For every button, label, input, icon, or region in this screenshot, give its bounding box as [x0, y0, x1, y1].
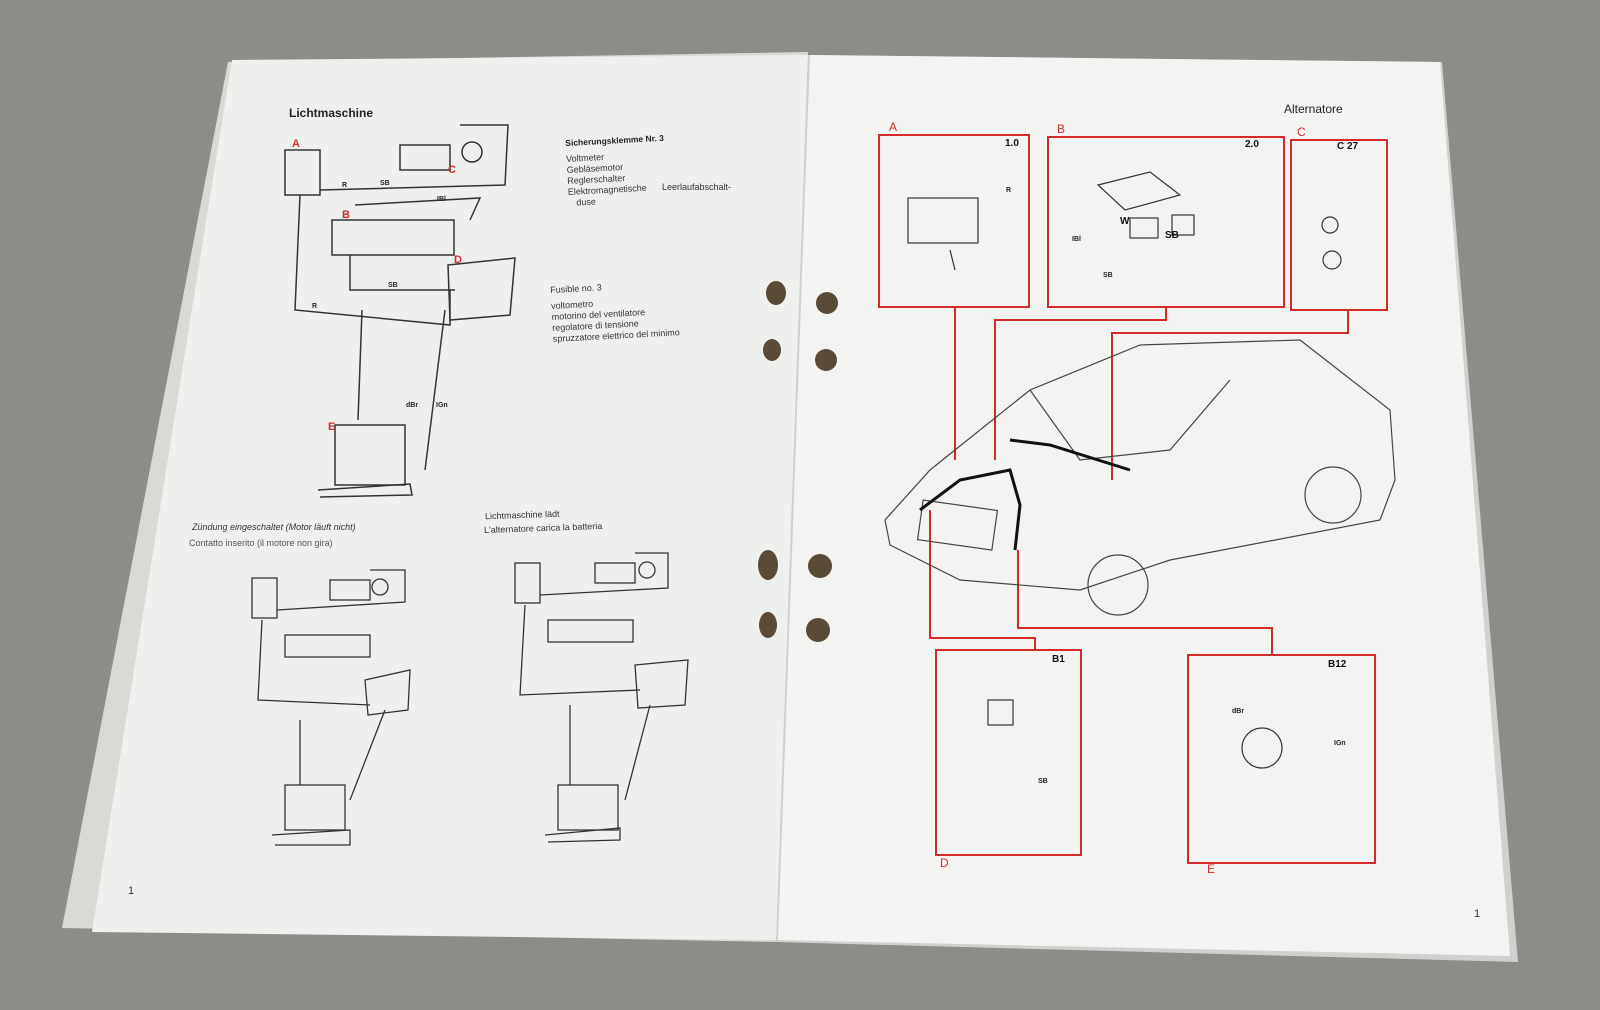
- box-a-code: 1.0: [1005, 138, 1019, 149]
- car-drawing: [884, 339, 1396, 616]
- label-c: C: [448, 164, 456, 176]
- wire-label: R: [1006, 187, 1012, 194]
- wiring-harness: [919, 438, 1131, 551]
- component-frames: [878, 134, 1388, 864]
- label-b: B: [342, 209, 350, 221]
- box-e-code: B12: [1328, 659, 1347, 670]
- punch-holes: [758, 281, 838, 642]
- label-e: E: [328, 421, 336, 433]
- right-page-title: Alternatore: [1284, 102, 1343, 116]
- wire-label: SB: [380, 180, 390, 187]
- right-page: [778, 55, 1510, 956]
- fuse-list-italian: Fusible no. 3 voltometro motorino del ve…: [550, 278, 680, 345]
- fuse-extra-de: Leerlaufabschalt-: [662, 182, 732, 192]
- schematic-charging: [514, 552, 689, 843]
- fuse-items-de: Voltmeter Gebläsemotor Reglerschalter El…: [566, 149, 667, 209]
- wire-label: R: [342, 182, 348, 189]
- box-d-code: B1: [1052, 654, 1065, 665]
- fuse-list-german: Sicherungsklemme Nr. 3 Voltmeter Gebläse…: [565, 133, 667, 209]
- wire-label: SB: [388, 282, 398, 289]
- box-d-letter: D: [940, 856, 949, 870]
- caption-ignition-de: Zündung eingeschaltet (Motor läuft nicht…: [192, 522, 356, 532]
- wire-label: IGn: [436, 402, 448, 409]
- left-page: [92, 55, 808, 940]
- right-page-number: 1: [1474, 908, 1481, 920]
- wire-label: W: [1120, 216, 1130, 227]
- wire-label: SB: [1038, 778, 1048, 785]
- label-a: A: [292, 138, 300, 150]
- box-c-letter: C: [1297, 125, 1306, 139]
- left-page-title: Lichtmaschine: [289, 106, 374, 120]
- wire-label: dBr: [406, 402, 419, 409]
- wire-label: dBr: [1232, 708, 1245, 715]
- wire-label: IBl: [1072, 236, 1081, 243]
- caption-ignition-it: Contatto inserito (il motore non gira): [189, 538, 333, 548]
- box-b-letter: B: [1057, 122, 1066, 136]
- wire-label: R: [312, 303, 318, 310]
- component-sketches: [907, 171, 1342, 769]
- schematic-ignition-on: [251, 569, 411, 846]
- wire-label: SB: [1165, 230, 1179, 241]
- fuse-items-it: voltometro motorino del ventilatore rego…: [551, 294, 680, 345]
- wire-label: IGn: [1334, 740, 1346, 747]
- left-page-number: 1: [128, 885, 135, 897]
- box-a-letter: A: [889, 120, 898, 134]
- wire-label: IBl: [437, 196, 446, 203]
- label-d: D: [454, 254, 462, 266]
- wire-label: SB: [1103, 272, 1113, 279]
- box-b-code: 2.0: [1245, 139, 1259, 150]
- box-c-code: C 27: [1337, 141, 1359, 152]
- box-e-letter: E: [1207, 862, 1216, 876]
- main-schematic: [284, 124, 516, 498]
